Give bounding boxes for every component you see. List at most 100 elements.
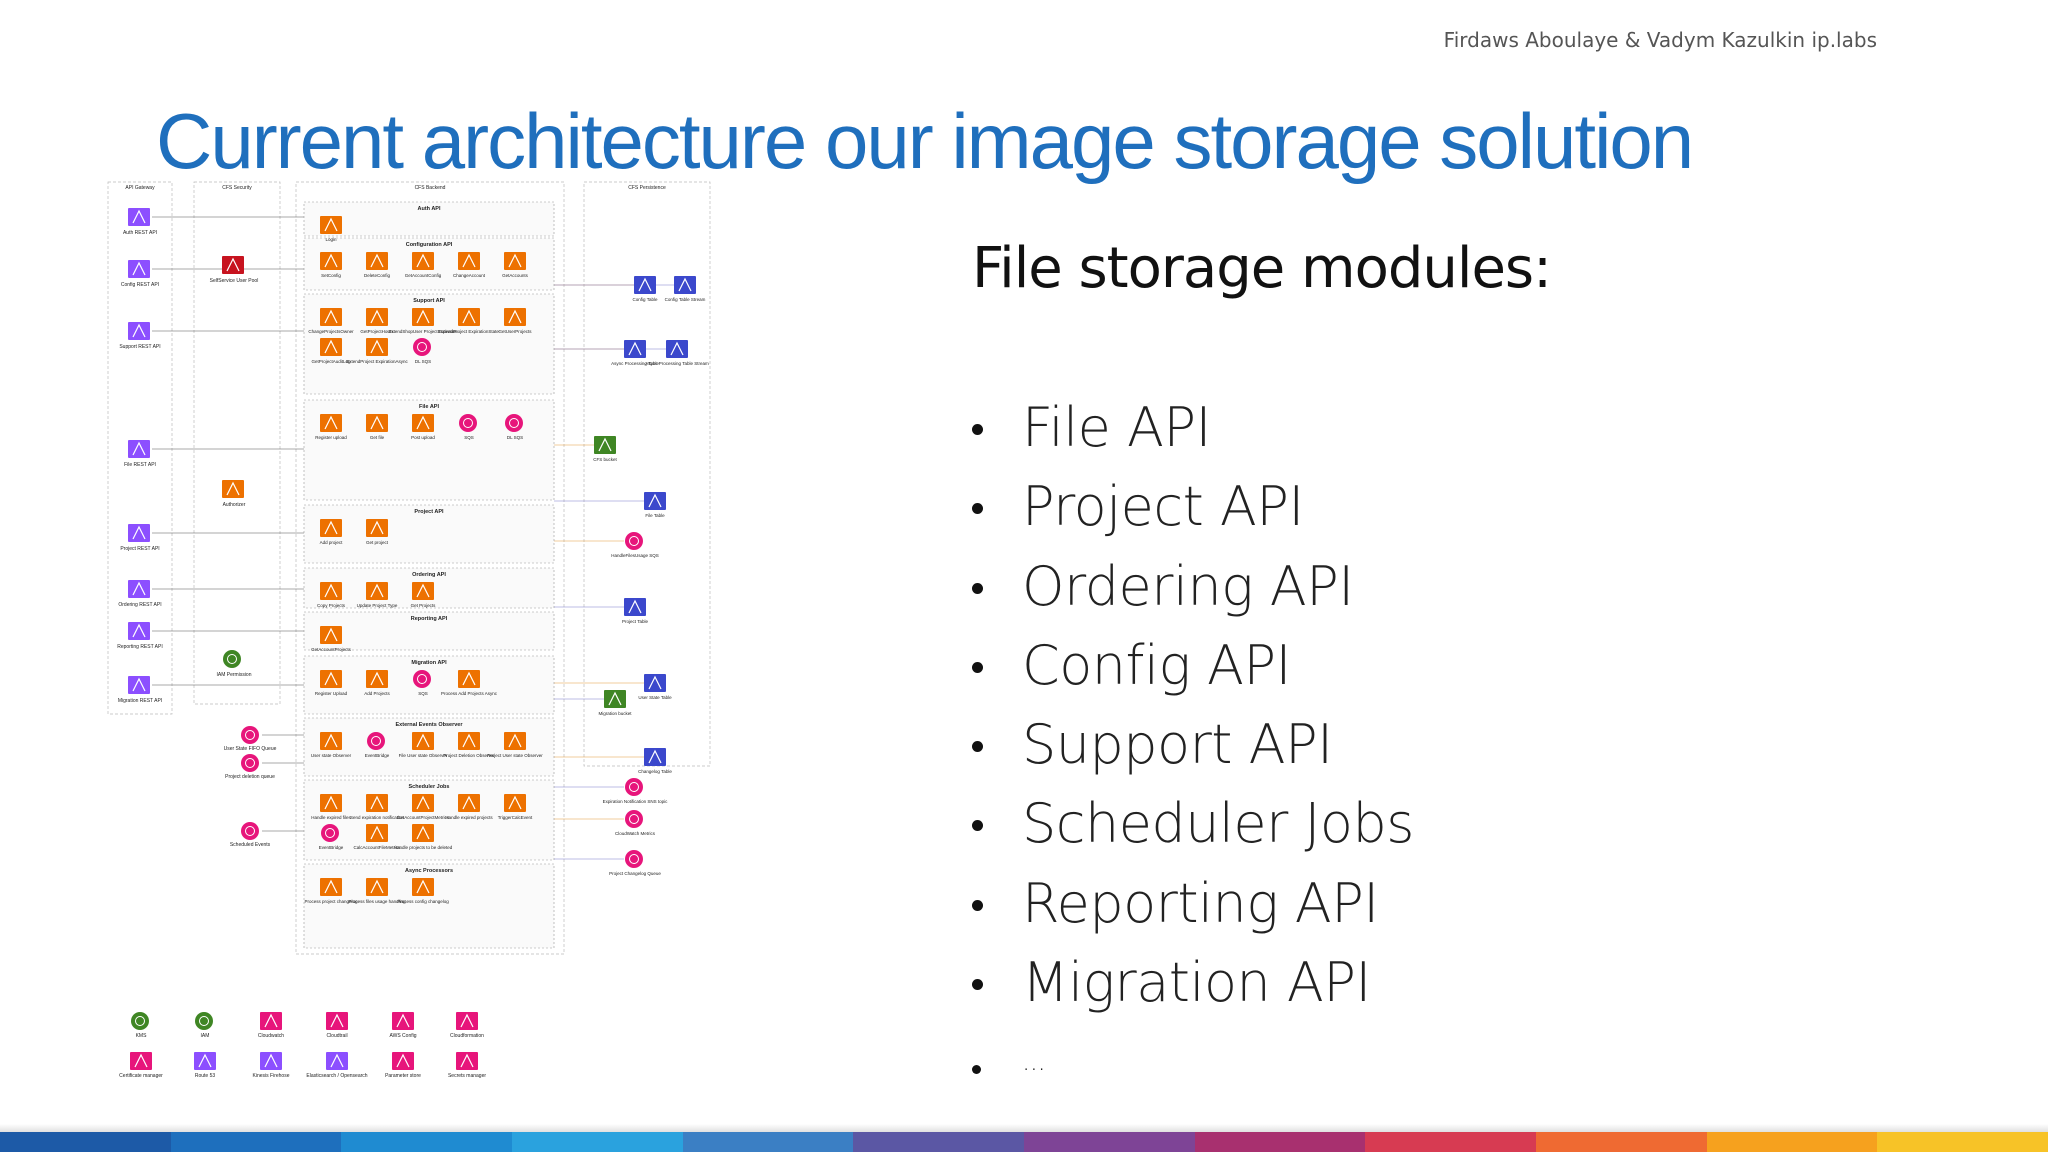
api-gateway-icon <box>128 322 150 340</box>
legend-label: Cloudwatch <box>258 1033 284 1039</box>
lambda-icon <box>366 878 388 896</box>
service-node-label: Copy Projects <box>317 603 346 608</box>
service-group-title: Project API <box>414 509 444 515</box>
service-node-label: SQS <box>464 435 474 440</box>
lambda-icon-glyph <box>324 879 338 894</box>
lambda-icon-glyph <box>370 583 384 598</box>
api-gateway-icon-glyph <box>132 677 146 692</box>
table-icon <box>624 340 646 358</box>
service-node-label: Handle projects to be deleted <box>394 845 453 850</box>
legend-label: Route 53 <box>195 1073 216 1079</box>
queue-icon-shape <box>459 414 477 432</box>
lambda-icon <box>366 252 388 270</box>
user-pool-icon-glyph <box>226 257 240 272</box>
lambda-icon <box>320 626 342 644</box>
legend-service-icon <box>456 1052 478 1070</box>
service-node-label: Process files usage handling <box>348 899 406 904</box>
service-node-label: EventBridge <box>319 845 344 850</box>
lane-title: API Gateway <box>125 185 155 191</box>
legend-service-icon-glyph <box>460 1053 474 1068</box>
persistence-label: Migration bucket <box>598 711 632 716</box>
iam-icon <box>223 650 241 668</box>
lambda-icon <box>458 732 480 750</box>
lambda-icon <box>366 414 388 432</box>
service-node-label: Get Projects <box>411 603 437 608</box>
lambda-icon <box>412 732 434 750</box>
api-gateway-icon-glyph <box>132 323 146 338</box>
legend-service-icon <box>392 1012 414 1030</box>
lambda-icon-glyph <box>416 795 430 810</box>
service-group-title: Reporting API <box>411 616 448 622</box>
lambda-icon-glyph <box>462 309 476 324</box>
service-group-title: Support API <box>413 298 445 304</box>
lambda-icon-glyph <box>462 733 476 748</box>
service-node-label: Login <box>325 237 337 242</box>
legend-label: Parameter store <box>385 1073 421 1079</box>
service-node-label: User state Observer <box>311 753 352 758</box>
service-node-label: SQS <box>418 691 428 696</box>
lambda-icon <box>320 308 342 326</box>
module-label: Scheduler Jobs <box>1022 792 1414 856</box>
legend-service-icon <box>456 1012 478 1030</box>
api-gateway-icon <box>128 622 150 640</box>
lambda-icon-glyph <box>324 671 338 686</box>
legend-label: Elasticsearch / Opensearch <box>306 1073 367 1079</box>
legend-label: IAM <box>201 1033 210 1039</box>
security-label: Authorizer <box>223 502 246 508</box>
bucket-icon-glyph <box>608 691 622 706</box>
lambda-icon <box>458 670 480 688</box>
lambda-icon-glyph <box>370 339 384 354</box>
persistence-label: Config Table <box>633 297 658 302</box>
service-node-label: CalcAccountFileMetrics <box>353 845 401 850</box>
gateway-label: Auth REST API <box>123 230 157 236</box>
color-bar-segment <box>1365 1132 1537 1152</box>
authorizer-icon <box>222 480 244 498</box>
service-node-label: Update Project Type <box>357 603 398 608</box>
queue-icon-glyph <box>463 418 473 428</box>
queue-icon-shape <box>413 670 431 688</box>
queue-icon <box>413 338 431 356</box>
api-gateway-icon-glyph <box>132 581 146 596</box>
api-gateway-icon <box>128 260 150 278</box>
service-node-label: GetAccountProjects <box>311 647 352 652</box>
lambda-icon <box>458 252 480 270</box>
event-source-icon-glyph <box>245 730 255 740</box>
table-icon-glyph <box>648 675 662 690</box>
legend-service-icon <box>130 1052 152 1070</box>
lane-title: CFS Backend <box>415 185 446 191</box>
queue-icon-shape <box>625 532 643 550</box>
lambda-icon-glyph <box>324 795 338 810</box>
service-group-title: File API <box>419 404 439 410</box>
external-source-label: Scheduled Events <box>230 842 271 848</box>
event-source-icon-glyph <box>245 758 255 768</box>
service-group-title: Scheduler Jobs <box>409 784 450 790</box>
bullet-dot <box>972 582 983 594</box>
legend-label: Certificate manager <box>119 1073 163 1079</box>
service-group-frame <box>303 655 555 715</box>
legend-label: Kinesis Firehose <box>253 1073 290 1079</box>
external-source-label: Project deletion queue <box>225 774 275 780</box>
queue-icon <box>625 850 643 868</box>
modules-heading: File storage modules: <box>972 236 1552 301</box>
table-icon-glyph <box>638 277 652 292</box>
service-node-label: Get file <box>370 435 385 440</box>
service-node-label: Process project changelog <box>304 899 358 904</box>
table-icon-glyph <box>628 599 642 614</box>
iam-icon-glyph <box>227 654 237 664</box>
lambda-icon <box>412 878 434 896</box>
lambda-icon <box>320 519 342 537</box>
api-gateway-icon-glyph <box>132 209 146 224</box>
lambda-icon <box>320 216 342 234</box>
table-icon-glyph <box>648 493 662 508</box>
legend-service-icon <box>195 1012 213 1030</box>
legend-label: Cloudformation <box>450 1033 484 1039</box>
lambda-icon <box>366 519 388 537</box>
bullet-dot <box>972 1065 981 1075</box>
event-source-icon-shape <box>241 822 259 840</box>
security-label: SelfService User Pool <box>210 278 259 284</box>
persistence-label: CloudWatch Metrics <box>615 831 656 836</box>
color-bar-segment <box>1877 1132 2048 1152</box>
persistence-label: Config Table Stream <box>665 297 706 302</box>
queue-icon-glyph <box>509 418 519 428</box>
